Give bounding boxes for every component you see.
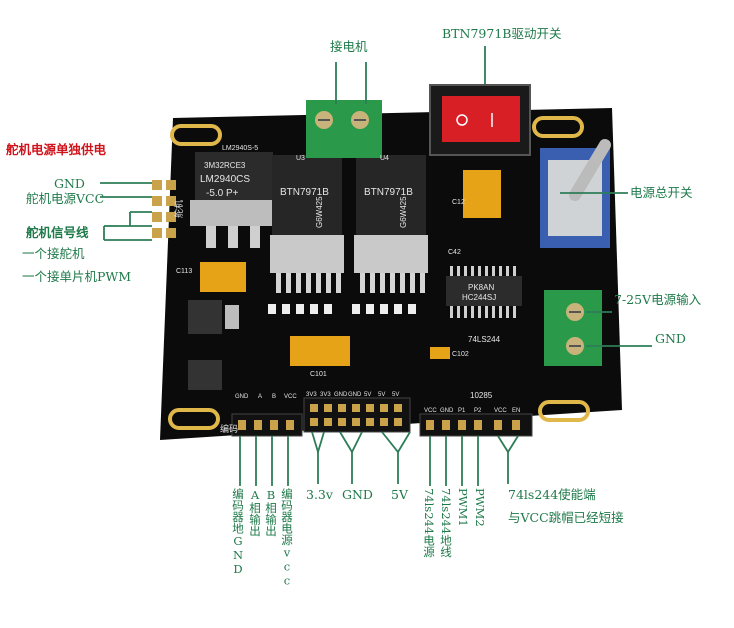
btn-chip-right [354, 155, 428, 293]
silk-pin-gnd2: GND [440, 408, 454, 414]
silk-lm2940: LM2940S-5 [222, 145, 258, 152]
silk-c113: C113 [176, 268, 192, 275]
silk-c12: C12 [452, 199, 465, 206]
label-ls244-gnd: 74ls244地线 [439, 488, 453, 558]
btn-rocker-switch [429, 84, 531, 156]
chip-ldo-sub: -5.0 P+ [206, 188, 239, 199]
label-servo-signal-1: 一个接舵机 [22, 246, 85, 261]
cap-c102 [430, 347, 450, 359]
silk-pin-3v3a: 3V3 [306, 392, 317, 398]
cap-c101 [290, 336, 350, 366]
silk-pin-gndb: GND [348, 392, 362, 398]
silk-duoji: 舵机 [173, 200, 184, 218]
label-3v3: 3.3v [306, 487, 333, 502]
main-toggle-switch [540, 139, 611, 248]
chip-btn-right-sub: G6W425 [399, 196, 408, 228]
bottom-headers [231, 397, 533, 437]
silk-pin-en: EN [512, 408, 520, 414]
chip-244: PK8AN [468, 283, 494, 292]
label-phase-a: A相输出 [248, 488, 262, 537]
silk-bianma: 编码 [220, 423, 238, 434]
silkscreen: 3M32RCE3 LM2940CS -5.0 P+ LM2940S-5 BTN7… [173, 145, 520, 434]
chip-ldo-top: 3M32RCE3 [204, 161, 246, 170]
silk-pin-5vb: 5V [378, 392, 385, 398]
label-gnd-left: GND [54, 176, 85, 191]
label-enable-1: 74ls244使能端 [508, 487, 596, 502]
silk-pin-p2: P2 [474, 408, 482, 414]
silk-pin-a: A [258, 394, 262, 400]
label-ls244-power: 74ls244电源 [422, 488, 436, 558]
silk-pin-vcc: VCC [284, 394, 297, 400]
label-pwm1: PWM1 [456, 488, 470, 527]
btn-chip-left [270, 155, 344, 293]
label-servo-vcc: 舵机电源VCC [26, 191, 105, 206]
silk-pin-p1: P1 [458, 408, 466, 414]
chip-btn-right: BTN7971B [364, 187, 413, 198]
silk-pin-gnda: GND [334, 392, 348, 398]
mount-hole-tr [532, 116, 584, 138]
ams1117-5 [188, 300, 222, 334]
silk-c101: C101 [310, 371, 327, 378]
silk-pin-b: B [272, 394, 276, 400]
power-terminal [544, 290, 602, 366]
mount-hole-br [538, 400, 590, 422]
cap-c113 [200, 262, 246, 292]
silk-pin-gnd: GND [235, 394, 249, 400]
label-5v: 5V [391, 487, 408, 502]
label-gnd-bottom: GND [342, 487, 373, 502]
label-servo-signal-2: 一个接单片机PWM [22, 269, 132, 284]
label-btn-switch: BTN7971B驱动开关 [442, 26, 562, 41]
cap-c12 [463, 170, 501, 218]
silk-10285: 10285 [470, 391, 493, 400]
ls244-chip [446, 266, 522, 318]
silk-pin-vcc3: VCC [494, 408, 507, 414]
silk-pin-5va: 5V [364, 392, 371, 398]
ldo-regulator [190, 152, 278, 248]
silk-74ls244: 74LS244 [468, 335, 501, 344]
silk-pin-5vc: 5V [392, 392, 399, 398]
chip-btn-left: BTN7971B [280, 187, 329, 198]
silk-u3: U3 [296, 155, 305, 162]
chip-244-sub: HC244SJ [462, 293, 496, 302]
label-gnd-right: GND [655, 331, 686, 346]
label-encoder-vcc: 编码器电源vcc [280, 488, 294, 588]
label-motor-connector: 接电机 [330, 39, 368, 54]
resistor-row [268, 304, 416, 314]
label-main-switch: 电源总开关 [630, 185, 693, 200]
silk-pin-vcc2: VCC [424, 408, 437, 414]
mounting-holes [168, 116, 590, 430]
label-servo-signal: 舵机信号线 [26, 225, 89, 240]
label-enable-2: 与VCC跳帽已经短接 [508, 510, 624, 525]
leader-lines [100, 46, 652, 486]
label-power-input: 7-25V电源输入 [614, 292, 702, 307]
label-phase-b: B相输出 [264, 488, 278, 537]
label-pwm2: PWM2 [473, 488, 487, 527]
silk-u4: U4 [380, 155, 389, 162]
label-servo-power: 舵机电源单独供电 [6, 142, 107, 157]
silk-c102: C102 [452, 351, 469, 358]
motor-terminal [306, 100, 382, 158]
mount-hole-bl [168, 408, 220, 430]
chip-btn-left-sub: G6W425 [315, 196, 324, 228]
silk-pin-3v3b: 3V3 [320, 392, 331, 398]
ams1117-3v3 [188, 360, 222, 390]
mount-hole-tl [170, 124, 222, 146]
servo-header [152, 180, 176, 238]
chip-ldo: LM2940CS [200, 174, 250, 185]
silk-c42: C42 [448, 249, 461, 256]
label-encoder-gnd: 编码器地GND [231, 488, 245, 576]
